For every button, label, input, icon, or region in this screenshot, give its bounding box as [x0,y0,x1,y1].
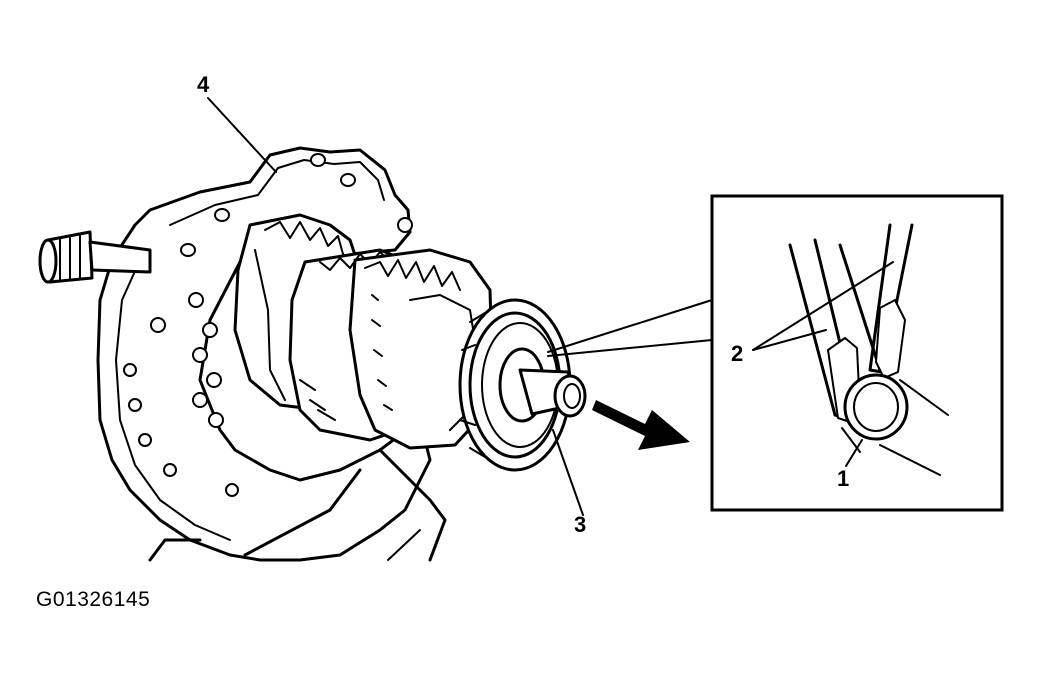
detail-inset [710,194,1004,512]
output-shaft-stub [518,368,587,418]
callout-leaders [207,97,894,516]
removal-direction-arrow-icon [592,400,690,450]
callout-4-label: 4 [197,72,210,97]
callout-2-label: 2 [731,341,743,366]
detail-leader-lines [547,299,713,357]
figure-id-label: G01326145 [36,588,151,611]
input-shaft [38,230,152,284]
callout-3-label: 3 [574,512,586,537]
gear-cluster [233,213,494,450]
callout-1-label: 1 [837,466,849,491]
housing-bolt-holes [123,153,413,497]
